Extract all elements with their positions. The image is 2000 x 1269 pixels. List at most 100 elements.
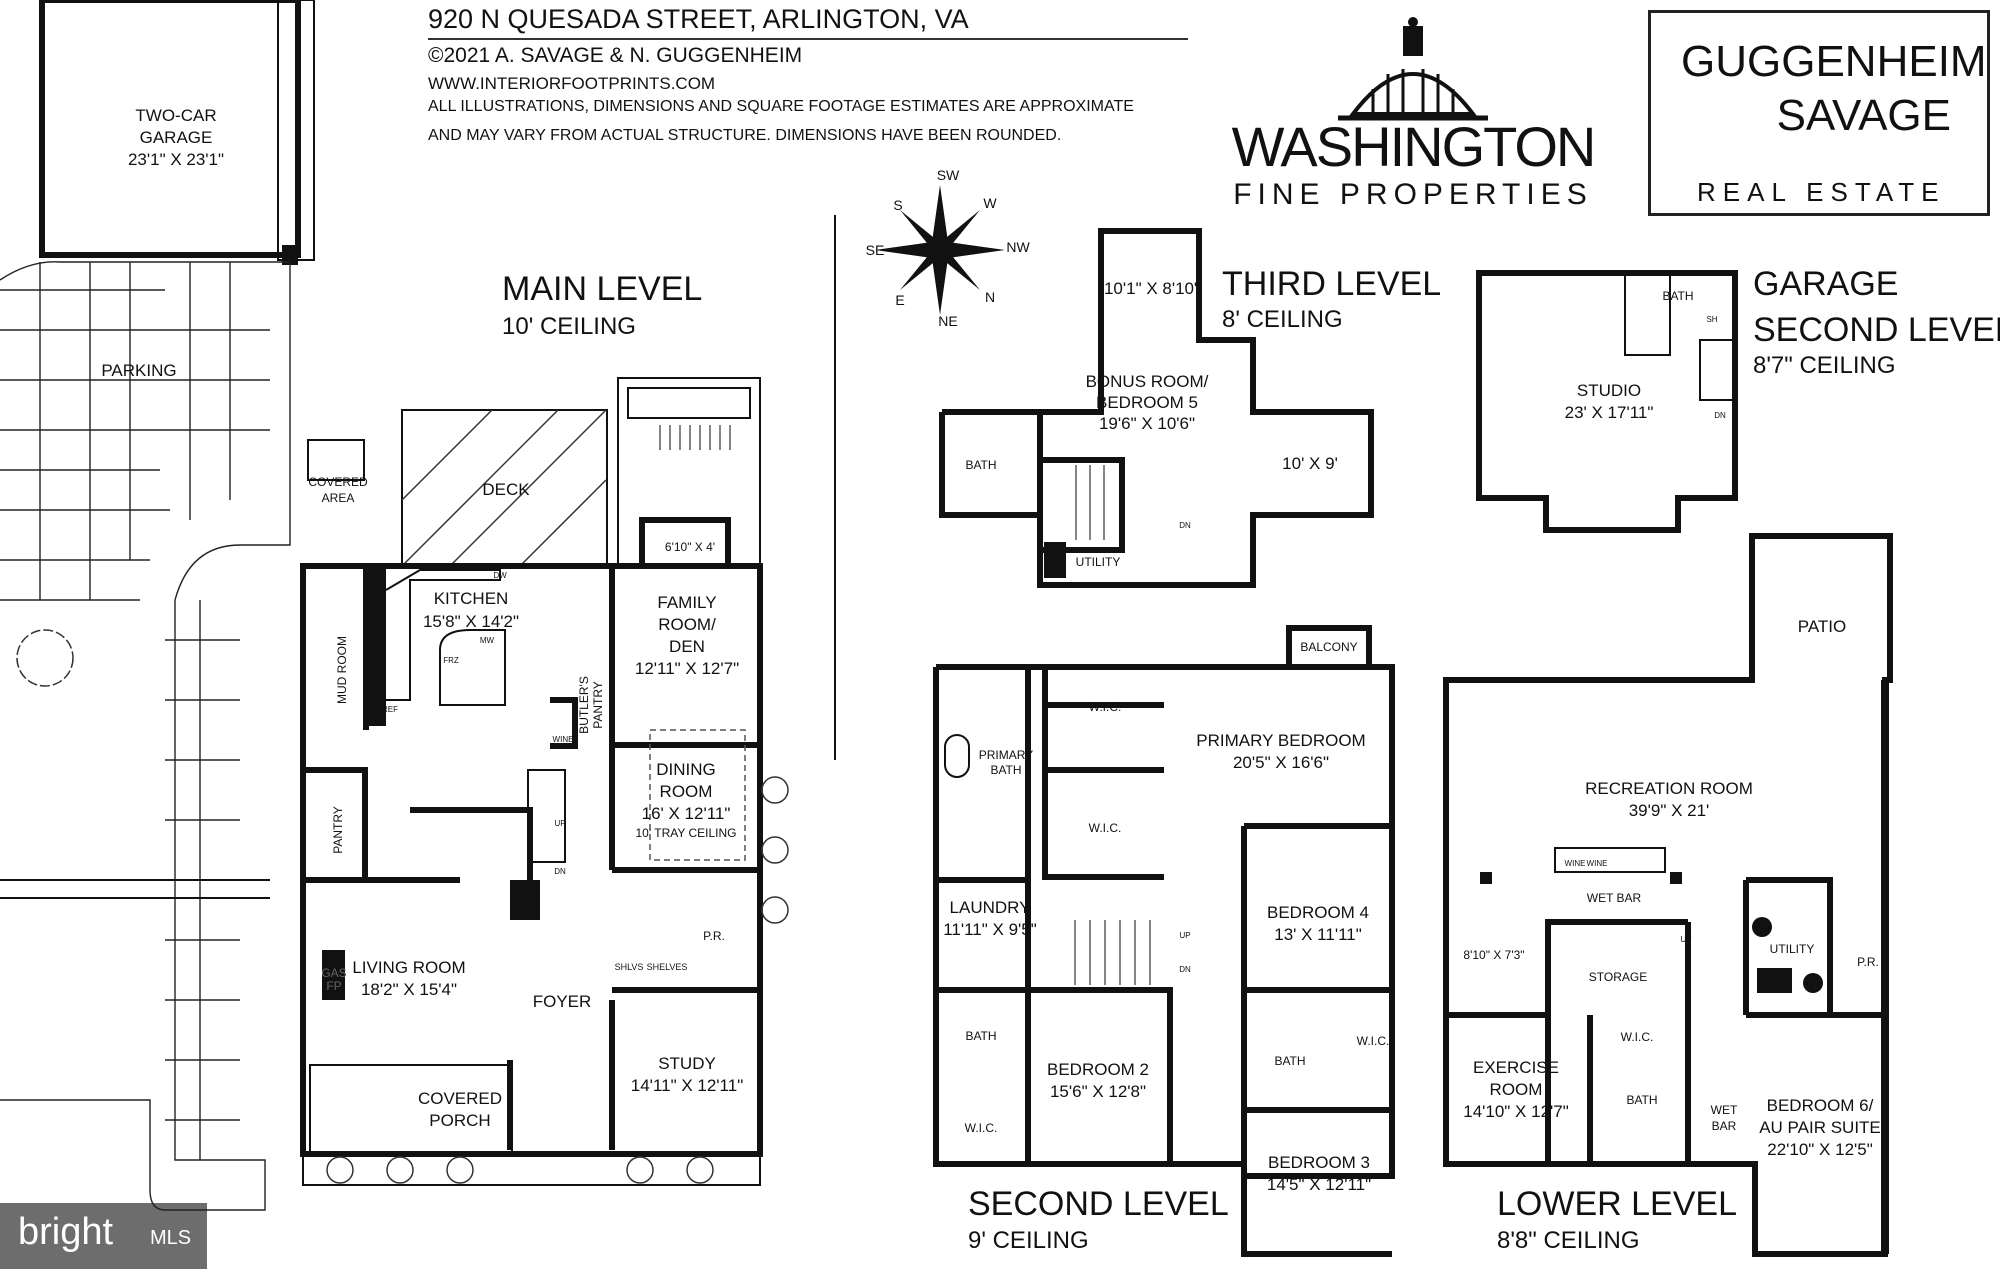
svg-text:SW: SW — [937, 167, 960, 183]
balcony-label: BALCONY — [1300, 640, 1357, 654]
bedroom-2-dimensions: 15'6" X 12'8" — [1050, 1082, 1146, 1101]
wet-bar-2-label: WET — [1711, 1103, 1738, 1117]
primary-bedroom-dimensions: 20'5" X 16'6" — [1233, 753, 1329, 772]
shower-label: SH — [1706, 315, 1717, 324]
bedroom-4-label: BEDROOM 4 — [1267, 903, 1369, 922]
bedroom-6-label-2: AU PAIR SUITE — [1759, 1118, 1881, 1137]
second-level-title: SECOND LEVEL — [968, 1185, 1229, 1223]
bonus-room-label-2: BEDROOM 5 — [1096, 393, 1198, 412]
disclaimer-line-2: AND MAY VARY FROM ACTUAL STRUCTURE. DIME… — [428, 127, 1062, 144]
primary-bath-label-2: BATH — [990, 763, 1021, 777]
wine-label-2: WINE — [1587, 859, 1608, 868]
fine-properties-wordmark: FINE PROPERTIES — [1233, 178, 1593, 211]
main-level-plan — [0, 0, 789, 1211]
patio-label: PATIO — [1798, 617, 1847, 636]
butlers-pantry-label: BUTLER'S — [577, 676, 591, 734]
laundry-dimensions: 11'11" X 9'5" — [943, 920, 1037, 939]
living-room-label: LIVING ROOM — [352, 958, 465, 977]
third-stair-down-label: DN — [1179, 521, 1191, 530]
dining-room-label-2: ROOM — [660, 782, 713, 801]
foyer-label: FOYER — [533, 992, 592, 1011]
second-bath-label-2: BATH — [1274, 1054, 1305, 1068]
bedroom-3-label: BEDROOM 3 — [1268, 1153, 1370, 1172]
covered-area-label-2: AREA — [322, 491, 355, 505]
covered-porch-label: COVERED — [418, 1089, 502, 1108]
kitchen-dimensions: 15'8" X 14'2" — [423, 612, 519, 631]
garage-second-title-2: SECOND LEVEL — [1753, 311, 2000, 349]
alcove-dimensions: 8'10" X 7'3" — [1463, 948, 1524, 962]
bright-logo-text: bright — [18, 1211, 114, 1253]
guggenheim-wordmark: GUGGENHEIM — [1681, 37, 1987, 86]
butlers-pantry-label-2: PANTRY — [591, 681, 605, 729]
third-level-title: THIRD LEVEL — [1222, 265, 1441, 303]
recreation-room-label: RECREATION ROOM — [1585, 779, 1753, 798]
refrigerator-label: REF — [382, 705, 398, 714]
microwave-label: MW — [480, 636, 495, 645]
wic-label-1: W.I.C. — [1089, 700, 1122, 714]
recreation-room-dimensions: 39'9" X 21' — [1629, 801, 1710, 820]
dishwasher-label: DW — [493, 571, 507, 580]
dining-room-dimensions: 16' X 12'11" — [642, 804, 731, 823]
washington-wordmark: WASHINGTON — [1231, 115, 1597, 178]
family-room-label-3: DEN — [669, 637, 705, 656]
wet-bar-label: WET BAR — [1587, 891, 1642, 905]
svg-text:NE: NE — [938, 313, 957, 329]
title-underline — [428, 38, 1188, 40]
savage-wordmark: SAVAGE — [1776, 91, 1951, 140]
second-bath-label-1: BATH — [965, 1029, 996, 1043]
lower-level-title: LOWER LEVEL — [1497, 1185, 1737, 1223]
study-dimensions: 14'11" X 12'11" — [631, 1076, 743, 1095]
garage-label: TWO-CAR — [135, 106, 216, 125]
bedroom-6-dimensions: 22'10" X 12'5" — [1767, 1140, 1873, 1159]
storage-label: STORAGE — [1589, 970, 1647, 984]
stone-paving — [0, 261, 291, 1211]
primary-bedroom-label: PRIMARY BEDROOM — [1196, 731, 1365, 750]
wic-label-4: W.I.C. — [965, 1121, 998, 1135]
lower-powder-room-label: P.R. — [1857, 955, 1879, 969]
studio-label: STUDIO — [1577, 381, 1641, 400]
bonus-room-dimensions: 19'6" X 10'6" — [1099, 414, 1195, 433]
powder-room-label: P.R. — [703, 929, 725, 943]
pantry-label: PANTRY — [331, 806, 345, 854]
dining-room-ceiling: 10' TRAY CEILING — [636, 826, 737, 840]
second-stair-up-label: UP — [1179, 931, 1190, 940]
guggenheim-savage-logo: GUGGENHEIM SAVAGE REAL ESTATE — [1648, 10, 1990, 216]
compass-labels: SW W NW N NE E SE S — [866, 167, 1031, 329]
disclaimer-line-1: ALL ILLUSTRATIONS, DIMENSIONS AND SQUARE… — [428, 98, 1134, 115]
study-label: STUDY — [658, 1054, 716, 1073]
real-estate-wordmark: REAL ESTATE — [1697, 177, 1946, 207]
third-north-room-dimensions: 10'1" X 8'10" — [1104, 279, 1200, 298]
compass-rose-icon — [875, 185, 1005, 315]
svg-text:N: N — [985, 289, 995, 305]
nook-dimensions: 6'10" X 4' — [665, 540, 715, 554]
third-utility-label: UTILITY — [1076, 555, 1121, 569]
wic-label-2: W.I.C. — [1089, 821, 1122, 835]
garage-dimensions: 23'1" X 23'1" — [128, 150, 224, 169]
bonus-room-label: BONUS ROOM/ — [1086, 372, 1209, 391]
dining-room-label: DINING — [656, 760, 716, 779]
wet-bar-2-label-2: BAR — [1712, 1119, 1737, 1133]
capitol-dome-icon — [1338, 17, 1488, 121]
tree-icon — [16, 629, 74, 687]
exercise-room-label-2: ROOM — [1490, 1080, 1543, 1099]
kitchen-label: KITCHEN — [434, 589, 509, 608]
garage-stair-down-label: DN — [1714, 411, 1726, 420]
family-room-dimensions: 12'11" X 12'7" — [635, 659, 739, 678]
washington-fine-properties-logo: WASHINGTON FINE PROPERTIES — [1228, 14, 1598, 211]
covered-porch-label-2: PORCH — [429, 1111, 490, 1130]
shelves-label-2: SHELVES — [647, 962, 688, 972]
parking-label: PARKING — [101, 361, 176, 380]
copyright-text: ©2021 A. SAVAGE & N. GUGGENHEIM — [428, 44, 803, 67]
bedroom-4-dimensions: 13' X 11'11" — [1274, 925, 1362, 944]
lower-wic-label: W.I.C. — [1621, 1030, 1654, 1044]
lower-stair-up-label: UP — [1680, 935, 1691, 944]
deck-label: DECK — [482, 480, 530, 499]
mud-room-label: MUD ROOM — [335, 636, 349, 704]
studio-dimensions: 23' X 17'11" — [1565, 403, 1654, 422]
third-bath-label: BATH — [965, 458, 996, 472]
garage-second-ceiling: 8'7" CEILING — [1753, 352, 1896, 379]
svg-text:SE: SE — [866, 242, 885, 258]
lower-level-ceiling: 8'8" CEILING — [1497, 1227, 1640, 1254]
